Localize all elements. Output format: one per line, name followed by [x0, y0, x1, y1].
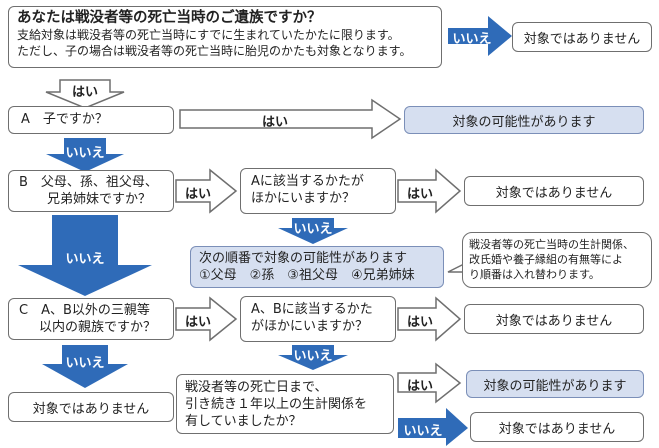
- note-line2: 改氏婚や養子縁組の有無等によ: [469, 253, 623, 266]
- result-possibly-d: 対象の可能性があります: [466, 370, 644, 398]
- yes-label-c: はい: [184, 315, 211, 330]
- question-c-sub-line2: がほかにいますか？: [251, 319, 369, 334]
- result-not-eligible-c: 対象ではありません: [464, 304, 644, 334]
- no-label-d: いいえ: [403, 424, 443, 439]
- question-a-text: A 子ですか？: [21, 112, 108, 127]
- question-b-sub-line2: ほかにいますか？: [251, 191, 356, 206]
- no-arrow-c-down: [42, 345, 128, 388]
- result-not-eligible-d: 対象ではありません: [470, 412, 644, 442]
- result-not-eligible-b: 対象ではありません: [464, 176, 644, 206]
- yes-label-a: はい: [261, 115, 288, 130]
- note-callout: 戦没者等の死亡当時の生計関係、 改氏婚や養子縁組の有無等によ り順番は入れ替わり…: [462, 232, 652, 288]
- question-d-line3: 有していましたか？: [185, 414, 302, 429]
- question-b-line1: B 父母、孫、祖父母、: [19, 175, 158, 190]
- no-arrow-a-down: [46, 138, 124, 172]
- question-d-box: 戦没者等の死亡日まで、 引き続き１年以上の生計関係を 有していましたか？: [176, 374, 394, 434]
- question-c-line2: 以内の親族ですか？: [39, 320, 157, 335]
- result-possibly-a: 対象の可能性があります: [404, 106, 644, 134]
- question-d-line2: 引き続き１年以上の生計関係を: [185, 397, 368, 412]
- no-arrow-b-big-down: [18, 215, 152, 296]
- yes-arrow-main-down: [45, 79, 125, 109]
- result-not-eligible-top: 対象ではありません: [512, 22, 652, 52]
- yes-label-b: はい: [184, 187, 211, 202]
- no-label-b: いいえ: [65, 252, 105, 267]
- no-label-b-sub: いいえ: [293, 222, 333, 237]
- order-banner-line2: ①父母 ②孫 ③祖父母 ④兄弟姉妹: [199, 268, 415, 283]
- yes-label-main: はい: [71, 85, 98, 100]
- no-arrow-d-right: [398, 408, 468, 446]
- question-b-sub-box: Aに該当するかたが ほかにいますか？: [240, 168, 396, 214]
- no-label-c-sub: いいえ: [293, 349, 333, 364]
- order-banner-line1: 次の順番で対象の可能性があります: [199, 251, 408, 266]
- note-line1: 戦没者等の死亡当時の生計関係、: [469, 238, 634, 251]
- question-b-sub-line1: Aに該当するかたが: [251, 174, 364, 189]
- no-label-c: いいえ: [65, 356, 105, 371]
- no-arrow-csub-down: [278, 345, 348, 370]
- yes-arrow-a-right: [179, 98, 402, 140]
- question-c-box: C A、B以外の三親等 以内の親族ですか？: [8, 298, 174, 340]
- main-question-title: あなたは戦没者等の死亡当時のご遺族ですか？: [17, 10, 322, 26]
- yes-arrow-b-right: [175, 168, 238, 214]
- yes-label-d: はい: [406, 379, 433, 394]
- question-b-box: B 父母、孫、祖父母、 兄弟姉妹ですか？: [8, 170, 174, 212]
- yes-arrow-c-right: [175, 296, 238, 342]
- main-question-box: あなたは戦没者等の死亡当時のご遺族ですか？ 支給対象は戦没者等の死亡当時にすでに…: [8, 6, 442, 68]
- yes-arrow-csub-right: [397, 296, 462, 342]
- yes-arrow-d-right: [397, 362, 462, 404]
- yes-label-b-sub: はい: [406, 187, 433, 202]
- no-arrow-top-right: [448, 16, 512, 56]
- no-label-a: いいえ: [65, 146, 105, 161]
- question-c-line1: C A、B以外の三親等: [19, 303, 150, 318]
- no-label-top: いいえ: [452, 32, 492, 47]
- main-question-line2: ただし、子の場合は戦没者等の死亡当時に胎児のかたも対象となります。: [17, 44, 412, 58]
- question-d-line1: 戦没者等の死亡日まで、: [185, 380, 328, 395]
- no-arrow-bsub-down: [278, 218, 348, 244]
- note-line3: り順番は入れ替わります。: [469, 268, 600, 281]
- question-a-box: A 子ですか？: [8, 106, 174, 134]
- question-c-sub-box: A、Bに該当するかた がほかにいますか？: [240, 296, 396, 342]
- order-banner: 次の順番で対象の可能性があります ①父母 ②孫 ③祖父母 ④兄弟姉妹: [190, 246, 444, 288]
- yes-arrow-bsub-right: [397, 168, 462, 214]
- result-not-eligible-c-no: 対象ではありません: [8, 392, 174, 422]
- main-question-line1: 支給対象は戦没者等の死亡当時にすでに生まれていたかたに限ります。: [17, 28, 400, 42]
- question-b-line2: 兄弟姉妹ですか？: [47, 192, 152, 207]
- question-c-sub-line1: A、Bに該当するかた: [251, 302, 373, 317]
- yes-label-c-sub: はい: [406, 315, 433, 330]
